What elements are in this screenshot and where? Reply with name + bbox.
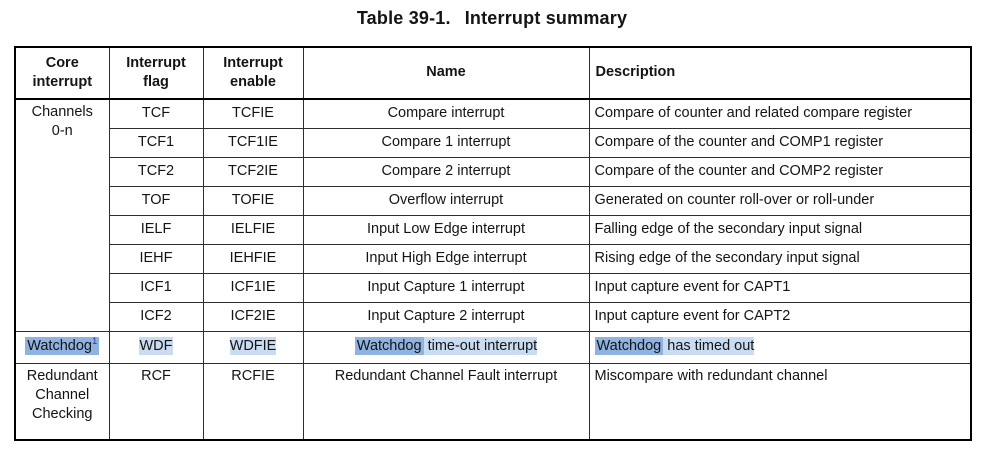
name-cell: Redundant Channel Fault interrupt: [302, 362, 590, 441]
table-row: TOF TOFIE Overflow interrupt Generated o…: [15, 185, 972, 216]
watchdog-label: Watchdog: [27, 338, 92, 355]
interrupt-enable-cell: TCF1IE: [202, 127, 304, 158]
description-cell: Rising edge of the secondary input signa…: [588, 243, 972, 274]
selection-highlight: WDF: [139, 337, 173, 356]
table-row: IELF IELFIE Input Low Edge interrupt Fal…: [15, 214, 972, 245]
interrupt-flag-cell: IELF: [108, 214, 204, 245]
description-cell: Compare of the counter and COMP1 registe…: [588, 127, 972, 158]
selection-highlight: time-out interrupt: [423, 337, 538, 356]
search-highlight: Watchdog1: [25, 336, 100, 356]
interrupt-flag-cell: TCF: [108, 98, 204, 129]
interrupt-flag-cell: TCF1: [108, 127, 204, 158]
core-interrupt-cell: Redundant Channel Checking: [14, 362, 110, 441]
interrupt-flag-cell: TOF: [108, 185, 204, 216]
selection-highlight: WDFIE: [229, 337, 277, 356]
name-cell: Input Capture 1 interrupt: [302, 272, 590, 303]
interrupt-flag-cell: WDF: [108, 330, 204, 364]
selection-highlight: has timed out: [663, 337, 755, 356]
name-cell: Watchdog time-out interrupt: [302, 330, 590, 364]
interrupt-flag-cell: IEHF: [108, 243, 204, 274]
interrupt-flag-cell: TCF2: [108, 156, 204, 187]
interrupt-enable-cell: IELFIE: [202, 214, 304, 245]
interrupt-flag-cell: RCF: [108, 362, 204, 441]
table-row: TCF2 TCF2IE Compare 2 interrupt Compare …: [15, 156, 972, 187]
footnote-reference[interactable]: 1: [91, 336, 98, 348]
core-interrupt-cell: Channels 0-n: [14, 98, 110, 332]
table-row-watchdog: Watchdog1 WDF WDFIE Watchdog time-out in…: [14, 330, 972, 364]
header-interrupt-flag: Interrupt flag: [108, 46, 204, 100]
table-row: ICF2 ICF2IE Input Capture 2 interrupt In…: [15, 301, 972, 332]
description-cell: Falling edge of the secondary input sign…: [588, 214, 972, 245]
interrupt-enable-cell: ICF2IE: [202, 301, 304, 332]
interrupt-summary-table: Core interrupt Interrupt flag Interrupt …: [14, 46, 972, 441]
interrupt-enable-cell: IEHFIE: [202, 243, 304, 274]
table-row: TCF1 TCF1IE Compare 1 interrupt Compare …: [15, 127, 972, 158]
description-cell: Generated on counter roll-over or roll-u…: [588, 185, 972, 216]
table-row: Redundant Channel Checking RCF RCFIE Red…: [14, 362, 972, 441]
name-cell: Compare 1 interrupt: [302, 127, 590, 158]
header-interrupt-enable: Interrupt enable: [202, 46, 304, 100]
description-cell: Miscompare with redundant channel: [588, 362, 972, 441]
name-cell: Input Capture 2 interrupt: [302, 301, 590, 332]
header-description: Description: [588, 46, 972, 100]
interrupt-flag-cell: ICF2: [108, 301, 204, 332]
name-cell: Overflow interrupt: [302, 185, 590, 216]
core-interrupt-cell: Watchdog1: [14, 330, 110, 364]
table-caption: Table 39-1. Interrupt summary: [14, 8, 970, 29]
table-number: Table 39-1.: [356, 8, 451, 28]
table-title-text: Interrupt summary: [464, 8, 628, 28]
description-cell: Input capture event for CAPT2: [588, 301, 972, 332]
name-cell: Compare interrupt: [302, 98, 590, 129]
description-cell: Input capture event for CAPT1: [588, 272, 972, 303]
header-core-interrupt: Core interrupt: [14, 46, 110, 100]
description-cell: Watchdog has timed out: [588, 330, 972, 364]
interrupt-enable-cell: TCFIE: [202, 98, 304, 129]
interrupt-flag-cell: ICF1: [108, 272, 204, 303]
search-highlight: Watchdog: [594, 337, 664, 356]
description-cell: Compare of counter and related compare r…: [588, 98, 972, 129]
table-row: Channels 0-n TCF TCFIE Compare interrupt…: [14, 98, 972, 332]
table-row: ICF1 ICF1IE Input Capture 1 interrupt In…: [15, 272, 972, 303]
table-row: IEHF IEHFIE Input High Edge interrupt Ri…: [15, 243, 972, 274]
header-name: Name: [302, 46, 590, 100]
interrupt-enable-cell: TCF2IE: [202, 156, 304, 187]
header-row: Core interrupt Interrupt flag Interrupt …: [14, 46, 972, 100]
name-cell: Input High Edge interrupt: [302, 243, 590, 274]
interrupt-enable-cell: TOFIE: [202, 185, 304, 216]
interrupt-enable-cell: ICF1IE: [202, 272, 304, 303]
name-cell: Input Low Edge interrupt: [302, 214, 590, 245]
interrupt-enable-cell: WDFIE: [202, 330, 304, 364]
interrupt-enable-cell: RCFIE: [202, 362, 304, 441]
name-cell: Compare 2 interrupt: [302, 156, 590, 187]
search-highlight: Watchdog: [354, 337, 424, 356]
description-cell: Compare of the counter and COMP2 registe…: [588, 156, 972, 187]
